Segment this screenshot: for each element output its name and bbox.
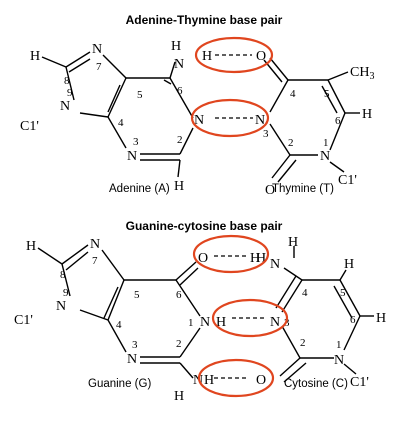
g-h2b-atom: H	[174, 389, 184, 404]
g-o6-atom: O	[198, 251, 208, 266]
cytosine-caption: Cytosine (C)	[284, 378, 348, 390]
c-h4b-atom: H	[256, 251, 266, 266]
c-pos-6: 6	[350, 314, 356, 326]
thymine-caption: Thymine (T)	[272, 183, 334, 195]
t-o2-atom: O	[265, 183, 275, 198]
a-h6-atom: H	[202, 49, 212, 64]
g-n3-atom: N	[127, 352, 137, 367]
a-pos-2: 2	[177, 134, 183, 146]
gc-hydrogen-bonds	[214, 255, 266, 379]
t-pos-3: 3	[263, 128, 269, 140]
gc-upper-h-atom: H	[250, 251, 260, 266]
a-n1-atom: N	[194, 113, 204, 128]
g-h2a-atom: H	[204, 373, 214, 388]
g-pos-5: 5	[134, 289, 140, 301]
t-methyl: CH3	[350, 65, 374, 82]
g-pos-1: 1	[188, 317, 194, 329]
thymine-bonds	[263, 57, 360, 183]
c-h4a-atom: H	[288, 235, 298, 250]
g-n1-atom: N	[200, 315, 210, 330]
t-n1-atom: N	[320, 149, 330, 164]
a-pos-6: 6	[177, 85, 183, 97]
at-bond-highlights	[190, 36, 274, 138]
t-n3-atom: N	[255, 113, 265, 128]
c-pos-3: 3	[284, 317, 290, 329]
a-c1-atom: C1'	[20, 119, 39, 134]
a-n7-atom: N	[92, 42, 102, 57]
g-pos-2: 2	[176, 338, 182, 350]
c-pos-2: 2	[300, 337, 306, 349]
g-n2-atom: N	[193, 373, 203, 388]
g-pos-8: 8	[60, 269, 66, 281]
t-o4-atom: O	[256, 49, 266, 64]
g-n9-atom: N	[56, 299, 66, 314]
c-o2-atom: O	[256, 373, 266, 388]
g-h8-atom: H	[26, 239, 36, 254]
adenine-caption: Adenine (A)	[109, 183, 170, 195]
t-pos-5: 5	[324, 88, 330, 100]
t-h6-atom: H	[362, 107, 372, 122]
g-c1-atom: C1'	[14, 313, 33, 328]
a-h8-atom: H	[30, 49, 40, 64]
g-n7-atom: N	[90, 237, 100, 252]
a-pos-4: 4	[118, 117, 124, 129]
gc-lower-hbond-highlight	[197, 358, 275, 398]
adenine-bonds	[41, 51, 194, 178]
gc-middle-hbond-highlight	[211, 298, 289, 338]
c-n3-atom: N	[270, 315, 280, 330]
at-hydrogen-bonds	[215, 54, 253, 119]
c-n1-atom: N	[334, 353, 344, 368]
g-pos-6: 6	[176, 289, 182, 301]
c-h6-atom: H	[376, 311, 386, 326]
gc-title: Guanine-cytosine base pair	[126, 219, 283, 233]
c-h5-atom: H	[344, 257, 354, 272]
t-pos-4: 4	[290, 88, 296, 100]
g-pos-4: 4	[116, 319, 122, 331]
guanine-caption: Guanine (G)	[88, 378, 151, 390]
gc-bond-highlights	[192, 234, 289, 398]
t-pos-2: 2	[288, 137, 294, 149]
c-pos-4: 4	[302, 287, 308, 299]
g-h1-atom: H	[216, 315, 226, 330]
t-pos-6: 6	[335, 115, 341, 127]
at-lower-hbond-highlight	[190, 98, 270, 138]
g-pos-9: 9	[63, 287, 69, 299]
guanine-bonds	[37, 244, 201, 379]
a-n6-atom: N	[174, 57, 184, 72]
a-n3-atom: N	[127, 149, 137, 164]
g-pos-3: 3	[132, 339, 138, 351]
a-h2-atom: H	[174, 179, 184, 194]
c-pos-1: 1	[336, 339, 342, 351]
a-n9-atom: N	[60, 99, 70, 114]
a-pos-8: 8	[64, 75, 70, 87]
c-n4-atom: N	[270, 257, 280, 272]
a-pos-7: 7	[96, 61, 102, 73]
at-title: Adenine-Thymine base pair	[126, 13, 283, 27]
c-c1-atom: C1'	[350, 375, 369, 390]
a-pos-9: 9	[67, 87, 73, 99]
t-pos-1: 1	[323, 137, 329, 149]
a-n6-h-atom: H	[171, 39, 181, 54]
cytosine-bonds	[275, 246, 374, 383]
at-upper-hbond-highlight	[194, 36, 274, 74]
t-c1-atom: C1'	[338, 173, 357, 188]
c-pos-5: 5	[340, 287, 346, 299]
g-pos-7: 7	[92, 255, 98, 267]
a-pos-3: 3	[133, 136, 139, 148]
gc-upper-hbond-highlight	[192, 234, 270, 274]
a-pos-5: 5	[137, 89, 143, 101]
